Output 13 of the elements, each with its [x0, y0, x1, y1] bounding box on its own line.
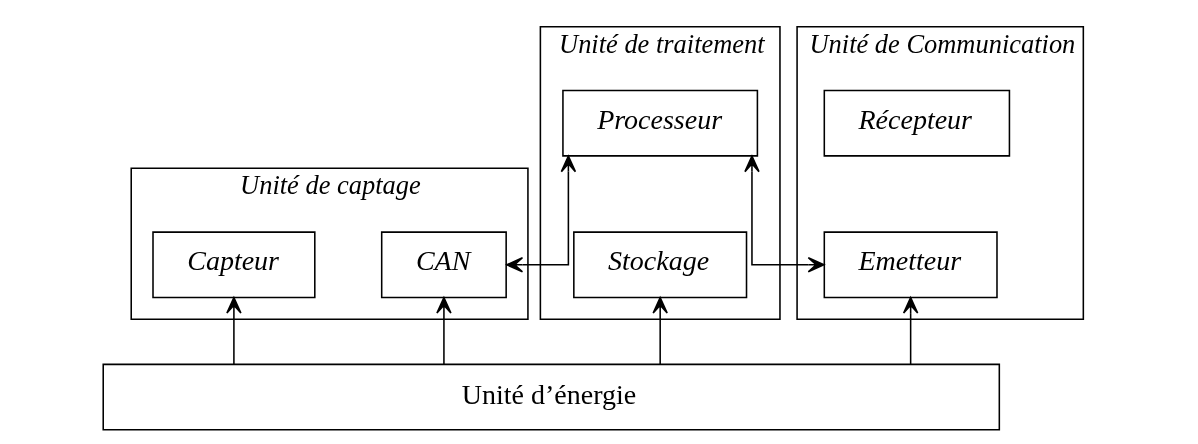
- node-box: Capteur: [151, 231, 316, 299]
- arrow: [902, 296, 918, 366]
- arrow: [225, 296, 242, 366]
- node-box: CAN: [380, 231, 507, 299]
- node-box: Stockage: [572, 231, 747, 299]
- node-box: Processeur: [561, 89, 758, 157]
- node-box: Emetteur: [823, 231, 998, 299]
- arrow: [435, 296, 452, 366]
- arrow: [743, 155, 825, 273]
- node-box: Unité d’énergie: [101, 363, 1000, 431]
- arrow: [505, 155, 576, 273]
- arrow: [651, 296, 668, 366]
- node-box: Récepteur: [823, 89, 1010, 157]
